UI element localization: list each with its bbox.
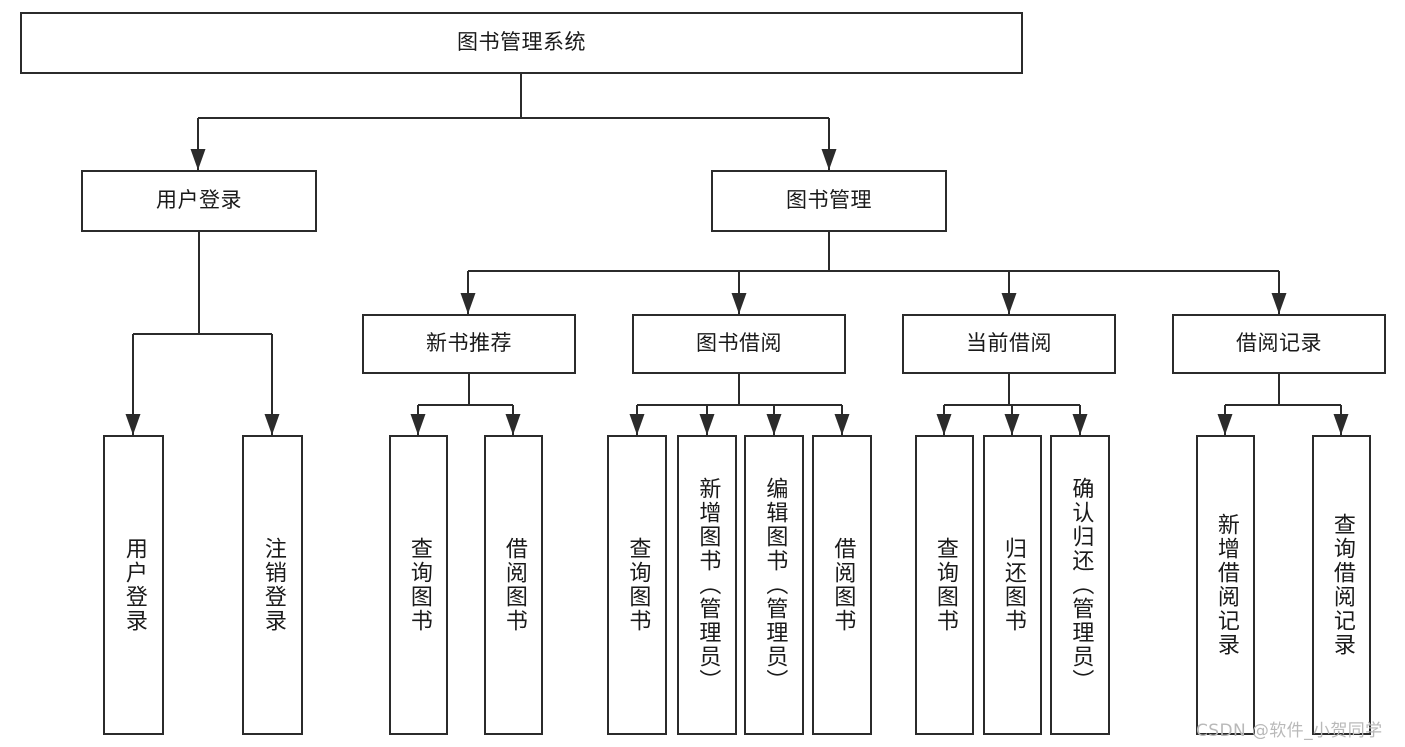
node-leaf-add-record[interactable]: 新增借阅记录 (1196, 435, 1255, 735)
arrow-head-icon (699, 414, 715, 435)
node-label: 确认归还（管理员） (1068, 477, 1094, 693)
node-label: 新增借阅记录 (1213, 513, 1239, 657)
arrow-head-icon (834, 414, 850, 435)
arrow-head-icon (1072, 414, 1088, 435)
node-label: 当前借阅 (966, 331, 1052, 356)
arrow-head-icon (125, 414, 141, 435)
node-label: 查询图书 (625, 537, 651, 633)
node-label: 归还图书 (1000, 537, 1026, 633)
node-label: 借阅图书 (830, 537, 856, 633)
arrow-head-icon (1271, 293, 1287, 314)
node-leaf-user-login[interactable]: 用户登录 (103, 435, 164, 735)
node-new-book-rec[interactable]: 新书推荐 (362, 314, 576, 374)
node-leaf-edit-book[interactable]: 编辑图书（管理员） (744, 435, 804, 735)
node-leaf-query-book-br[interactable]: 查询图书 (607, 435, 667, 735)
node-leaf-return-book[interactable]: 归还图书 (983, 435, 1042, 735)
node-user-login[interactable]: 用户登录 (81, 170, 317, 232)
arrow-head-icon (1001, 293, 1017, 314)
node-root[interactable]: 图书管理系统 (20, 12, 1023, 74)
node-current-borrow[interactable]: 当前借阅 (902, 314, 1116, 374)
arrow-head-icon (629, 414, 645, 435)
arrow-head-icon (821, 149, 837, 170)
arrow-head-icon (936, 414, 952, 435)
arrow-head-icon (190, 149, 206, 170)
node-label: 借阅记录 (1236, 331, 1322, 356)
arrow-head-icon (410, 414, 426, 435)
node-label: 用户登录 (156, 188, 242, 213)
node-label: 新增图书（管理员） (695, 477, 721, 693)
arrow-head-icon (264, 414, 280, 435)
node-label: 图书借阅 (696, 331, 782, 356)
arrow-head-icon (460, 293, 476, 314)
node-label: 借阅图书 (501, 537, 527, 633)
arrow-head-icon (1333, 414, 1349, 435)
node-leaf-borrow-book-br[interactable]: 借阅图书 (812, 435, 872, 735)
arrow-head-icon (1217, 414, 1233, 435)
node-label: 用户登录 (121, 537, 147, 633)
node-label: 注销登录 (260, 537, 286, 633)
arrow-head-icon (505, 414, 521, 435)
node-label: 图书管理 (786, 188, 872, 213)
node-leaf-user-logout[interactable]: 注销登录 (242, 435, 303, 735)
arrow-head-icon (1004, 414, 1020, 435)
arrow-head-icon (766, 414, 782, 435)
node-leaf-add-book[interactable]: 新增图书（管理员） (677, 435, 737, 735)
arrow-head-icon (731, 293, 747, 314)
node-label: 新书推荐 (426, 331, 512, 356)
node-book-borrow[interactable]: 图书借阅 (632, 314, 846, 374)
node-label: 编辑图书（管理员） (762, 477, 788, 693)
node-leaf-query-record[interactable]: 查询借阅记录 (1312, 435, 1371, 735)
node-label: 查询图书 (406, 537, 432, 633)
node-book-manage[interactable]: 图书管理 (711, 170, 947, 232)
node-leaf-query-book-rec[interactable]: 查询图书 (389, 435, 448, 735)
node-leaf-confirm-return[interactable]: 确认归还（管理员） (1050, 435, 1110, 735)
node-label: 查询借阅记录 (1329, 513, 1355, 657)
node-leaf-borrow-book-rec[interactable]: 借阅图书 (484, 435, 543, 735)
node-borrow-record[interactable]: 借阅记录 (1172, 314, 1386, 374)
csdn-watermark: CSDN @软件_小贺同学 (1196, 721, 1383, 741)
node-label: 图书管理系统 (457, 30, 586, 55)
node-leaf-query-book-cb[interactable]: 查询图书 (915, 435, 974, 735)
node-label: 查询图书 (932, 537, 958, 633)
